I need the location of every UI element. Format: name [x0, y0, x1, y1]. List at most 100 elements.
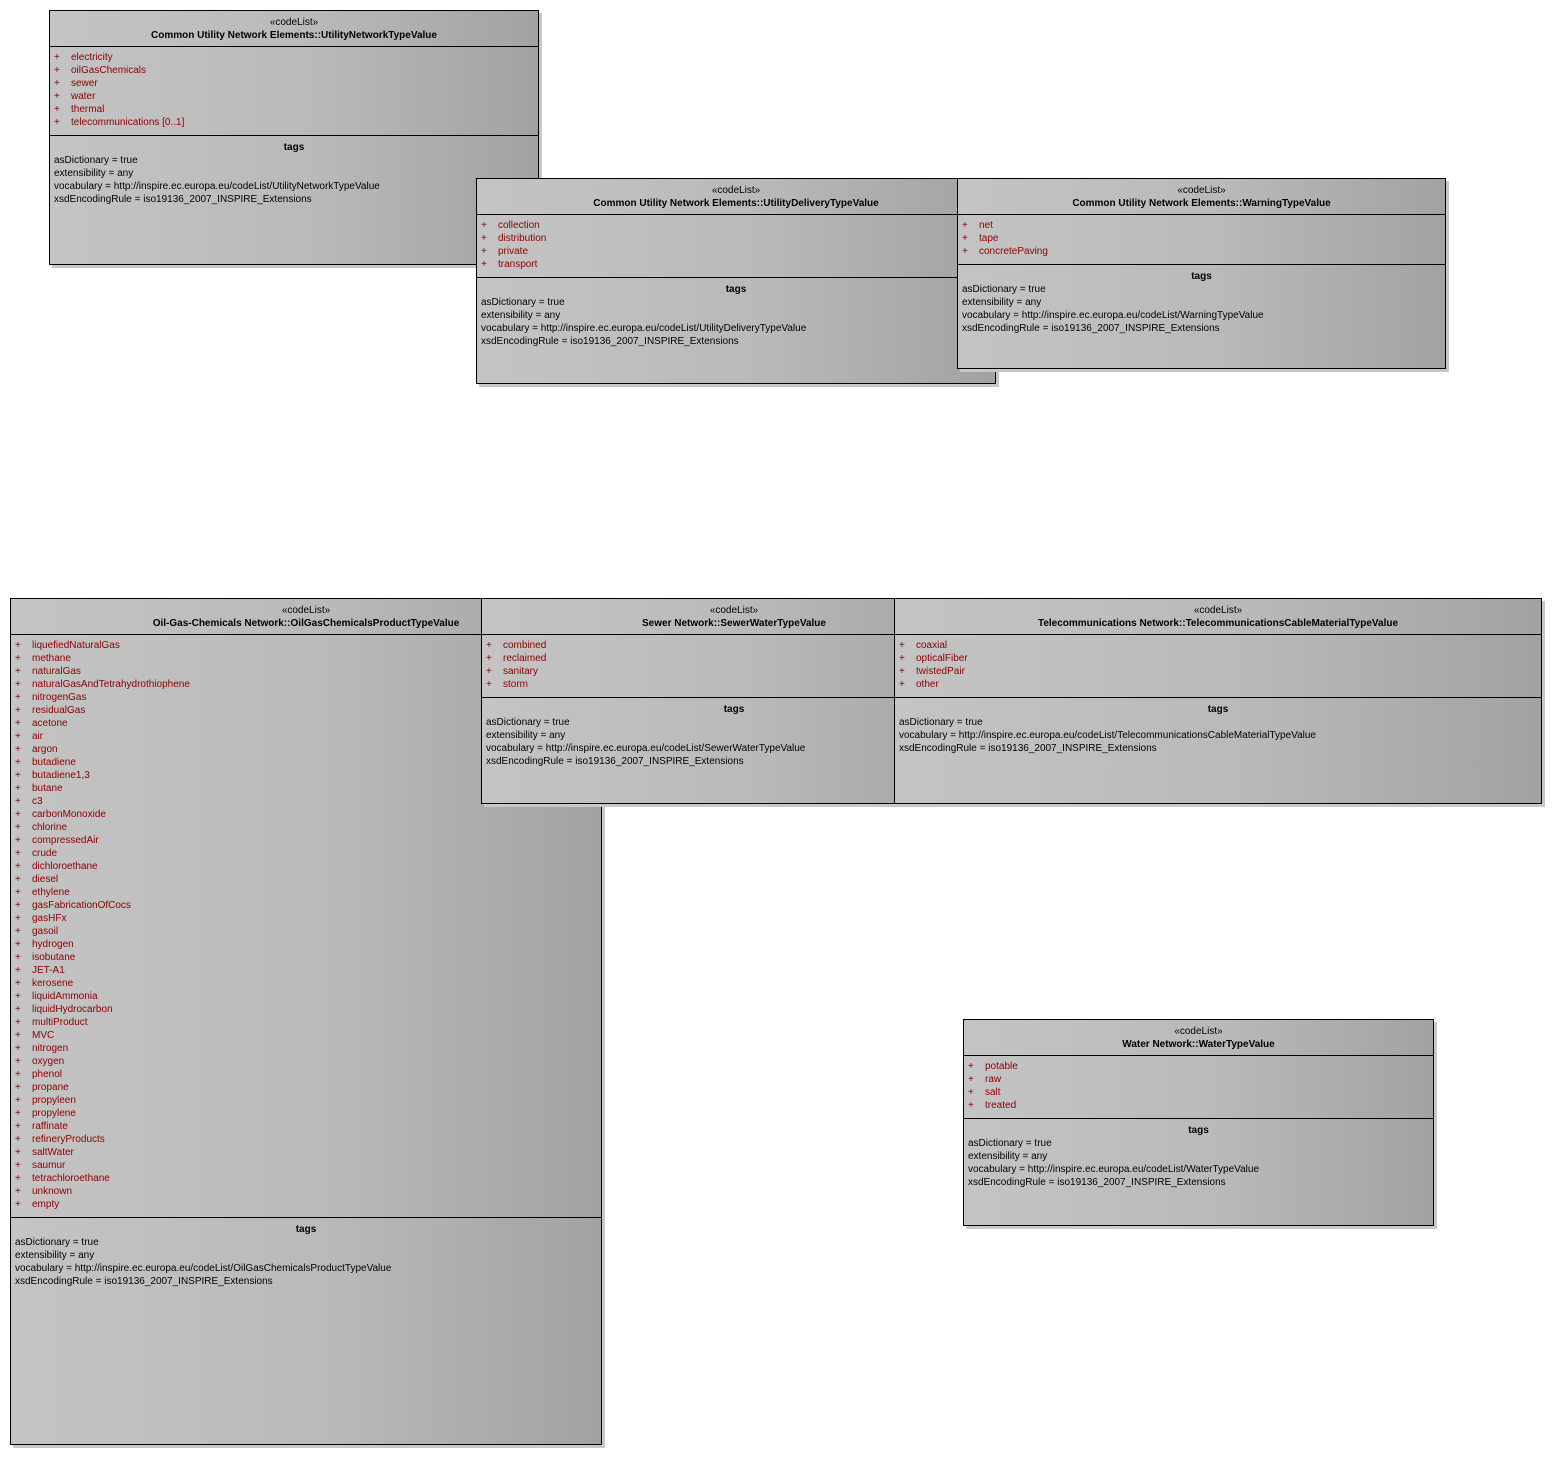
tag-value: extensibility = any	[968, 1151, 1048, 1162]
attribute-row: +chlorine	[15, 821, 601, 834]
public-visibility-marker: +	[15, 666, 21, 677]
attribute-row: +methane	[15, 652, 601, 665]
public-visibility-marker: +	[486, 640, 492, 651]
stereotype-label: «codeList»	[1193, 605, 1243, 616]
attribute-row: +other	[899, 678, 1541, 691]
attribute-label: acetone	[32, 718, 68, 729]
attribute-row: +thermal	[54, 103, 538, 116]
public-visibility-marker: +	[15, 783, 21, 794]
public-visibility-marker: +	[15, 939, 21, 950]
attribute-label: water	[71, 91, 96, 102]
tag-value: vocabulary = http://inspire.ec.europa.eu…	[54, 181, 380, 192]
public-visibility-marker: +	[968, 1100, 974, 1111]
attribute-label: phenol	[32, 1069, 63, 1080]
attribute-row: +liquidAmmonia	[15, 990, 601, 1003]
attribute-row: +transport	[481, 258, 995, 271]
public-visibility-marker: +	[54, 65, 60, 76]
public-visibility-marker: +	[15, 887, 21, 898]
tag-value: vocabulary = http://inspire.ec.europa.eu…	[968, 1164, 1260, 1175]
attribute-label: butadiene	[32, 757, 76, 768]
attribute-row: + saltWater	[15, 1146, 601, 1159]
attribute-label: other	[916, 679, 939, 690]
public-visibility-marker: +	[15, 1147, 21, 1158]
class-header: «codeList» Water Network::WaterTypeValue	[964, 1020, 1433, 1056]
attribute-label: collection	[498, 220, 540, 231]
public-visibility-marker: +	[15, 1095, 21, 1106]
public-visibility-marker: +	[481, 220, 487, 231]
attribute-label: distribution	[498, 233, 547, 244]
tag-value: extensibility = any	[15, 1250, 95, 1261]
class-box-utility-delivery-type-value[interactable]: «codeList» Common Utility Network Elemen…	[476, 178, 996, 384]
attribute-label: chlorine	[32, 822, 68, 833]
public-visibility-marker: +	[15, 1043, 21, 1054]
attribute-label: nitrogenGas	[32, 692, 87, 703]
attribute-row: +net	[962, 219, 1445, 232]
class-box-telecommunications-cable-material-type-value[interactable]: «codeList» Telecommunications Network::T…	[894, 598, 1542, 804]
attribute-label: propyleen	[32, 1095, 76, 1106]
attribute-row: +dichloroethane	[15, 860, 601, 873]
attribute-row: +MVC	[15, 1029, 601, 1042]
tag-value: xsdEncodingRule = iso19136_2007_INSPIRE_…	[962, 323, 1220, 334]
class-name: Common Utility Network Elements::Utility…	[151, 30, 437, 41]
attribute-row: +butadiene	[15, 756, 601, 769]
attribute-row: +argon	[15, 743, 601, 756]
tag-value: vocabulary = http://inspire.ec.europa.eu…	[486, 743, 806, 754]
public-visibility-marker: +	[968, 1074, 974, 1085]
attribute-label: potable	[985, 1061, 1018, 1072]
attribute-label: refineryProducts	[32, 1134, 105, 1145]
stereotype-label: «codeList»	[269, 17, 319, 28]
attribute-label: saltWater	[32, 1147, 74, 1158]
class-box-utility-network-type-value[interactable]: «codeList» Common Utility Network Elemen…	[49, 10, 539, 265]
attribute-row: +oxygen	[15, 1055, 601, 1068]
tag-value: extensibility = any	[481, 310, 561, 321]
attribute-label: twistedPair	[916, 666, 965, 677]
tag-value: asDictionary = true	[54, 155, 138, 166]
attribute-label: liquidHydrocarbon	[32, 1004, 113, 1015]
tags-title: tags	[1207, 704, 1229, 715]
attribute-compartment: +potable+raw+salt+treated	[964, 1056, 1433, 1119]
attribute-label: thermal	[71, 104, 105, 115]
public-visibility-marker: +	[15, 978, 21, 989]
attribute-label: tape	[979, 233, 999, 244]
public-visibility-marker: +	[15, 874, 21, 885]
attribute-label: salt	[985, 1087, 1001, 1098]
attribute-label: crude	[32, 848, 58, 859]
attribute-row: + acetone	[15, 717, 601, 730]
attribute-row: +diesel	[15, 873, 601, 886]
attribute-row: +propane	[15, 1081, 601, 1094]
attribute-label: JET-A1	[32, 965, 65, 976]
public-visibility-marker: +	[15, 640, 21, 651]
attribute-row: + oilGasChemicals	[54, 64, 538, 77]
attribute-row: +sanitary	[486, 665, 986, 678]
public-visibility-marker: +	[486, 653, 492, 664]
attribute-label: oilGasChemicals	[71, 65, 147, 76]
class-box-warning-type-value[interactable]: «codeList» Common Utility Network Elemen…	[957, 178, 1446, 369]
attribute-row: +combined	[486, 639, 986, 652]
attribute-label: telecommunications [0..1]	[71, 117, 185, 128]
attribute-label: reclaimed	[503, 653, 547, 664]
attribute-label: liquidAmmonia	[32, 991, 98, 1002]
attribute-label: isobutane	[32, 952, 76, 963]
tag-value: vocabulary = http://inspire.ec.europa.eu…	[15, 1263, 392, 1274]
attribute-label: kerosene	[32, 978, 74, 989]
attribute-row: +isobutane	[15, 951, 601, 964]
public-visibility-marker: +	[15, 900, 21, 911]
attribute-label: butadiene1,3	[32, 770, 90, 781]
public-visibility-marker: +	[15, 1017, 21, 1028]
tag-value: xsdEncodingRule = iso19136_2007_INSPIRE_…	[899, 743, 1157, 754]
tag-value: asDictionary = true	[481, 297, 565, 308]
public-visibility-marker: +	[899, 666, 905, 677]
attribute-label: butane	[32, 783, 63, 794]
tag-value: xsdEncodingRule = iso19136_2007_INSPIRE_…	[481, 336, 739, 347]
attribute-label: dichloroethane	[32, 861, 98, 872]
attribute-row: +liquefiedNaturalGas	[15, 639, 601, 652]
class-name: Telecommunications Network::Telecommunic…	[1037, 618, 1399, 629]
public-visibility-marker: +	[54, 52, 60, 63]
attribute-label: unknown	[32, 1186, 73, 1197]
public-visibility-marker: +	[15, 718, 21, 729]
attribute-row: +liquidHydrocarbon	[15, 1003, 601, 1016]
attribute-label: gasoil	[32, 926, 59, 937]
class-box-water-type-value[interactable]: «codeList» Water Network::WaterTypeValue…	[963, 1019, 1434, 1226]
